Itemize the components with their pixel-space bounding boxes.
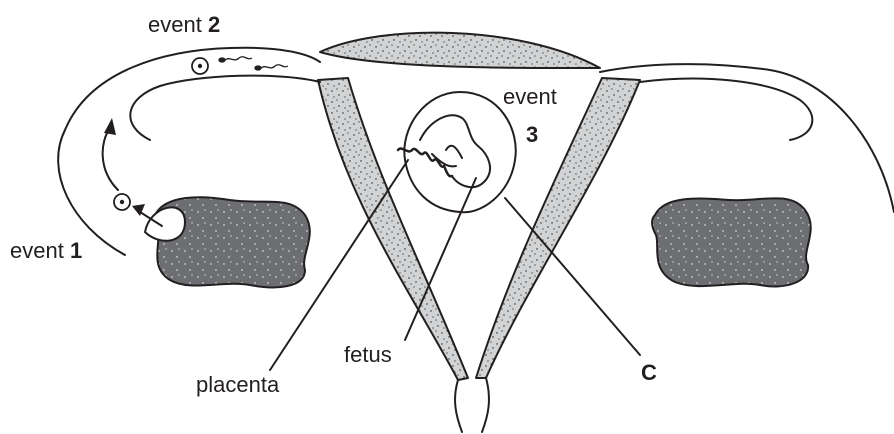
event-1-arrow-to-oviduct	[103, 128, 118, 190]
fetus-label: fetus	[344, 342, 392, 367]
cervix	[455, 378, 489, 432]
ovulation-follicle	[145, 207, 185, 240]
event-3-word: event	[503, 84, 557, 109]
egg-cell-icon	[114, 194, 130, 210]
egg-cell-icon	[192, 58, 208, 74]
amniotic-sac	[404, 92, 515, 212]
c-label: C	[641, 360, 657, 385]
placenta-label: placenta	[196, 372, 280, 397]
event-1-label: event 1	[10, 238, 82, 263]
sperm-icon	[219, 57, 252, 62]
ovary-right	[652, 198, 811, 286]
event-3-number: 3	[526, 122, 538, 147]
uterine-wall-fundus	[320, 33, 600, 68]
arrow-icon	[104, 118, 116, 135]
event-2-label: event 2	[148, 12, 220, 37]
sperm-icon	[255, 65, 288, 70]
oviduct-right	[600, 64, 894, 212]
